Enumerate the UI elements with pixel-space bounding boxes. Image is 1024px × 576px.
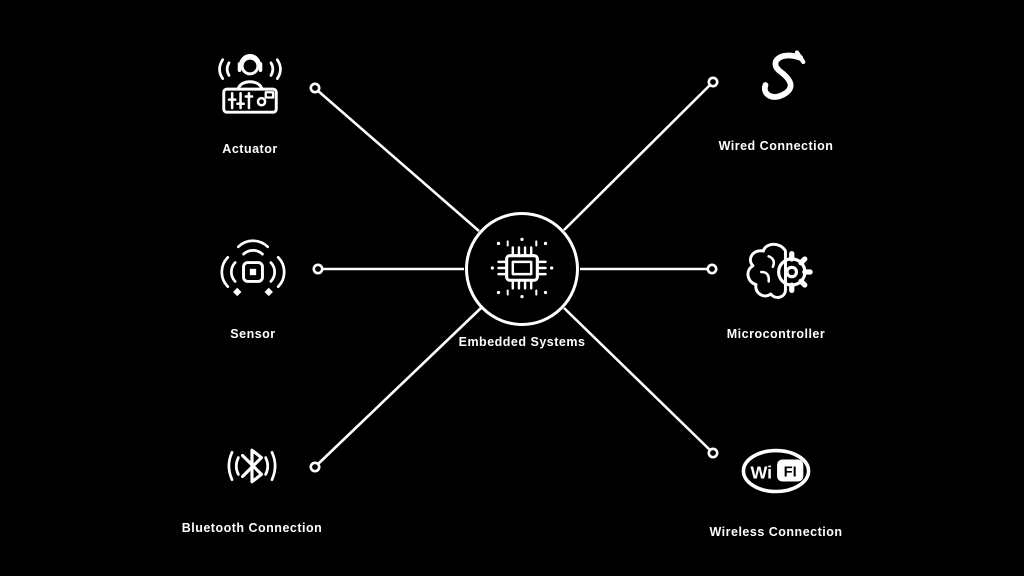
sensor-icon <box>220 239 286 297</box>
connection-endpoint-microcontroller <box>706 263 718 275</box>
connection-endpoint-sensor <box>312 263 324 275</box>
connection-line-actuator <box>316 89 480 232</box>
node-wireless-connection: Wi FI Wireless Connection <box>676 428 876 539</box>
connection-endpoint-actuator <box>309 82 321 94</box>
actuator-icon <box>218 54 282 114</box>
brain-gear-icon-box <box>734 230 818 314</box>
connection-endpoint-wireless <box>707 447 719 459</box>
node-label-sensor: Sensor <box>230 327 276 341</box>
microchip-icon <box>490 237 554 299</box>
node-label-bluetooth: Bluetooth Connection <box>181 521 323 535</box>
node-actuator: Actuator <box>150 45 350 156</box>
node-label-wireless-connection: Wireless Connection <box>709 525 843 539</box>
node-label-microcontroller: Microcontroller <box>726 327 826 341</box>
node-label-embedded-systems: Embedded Systems <box>458 335 586 349</box>
node-microcontroller: Microcontroller <box>676 230 876 341</box>
connection-line-wireless <box>563 307 712 452</box>
bluetooth-icon <box>227 448 277 484</box>
node-label-wired-connection: Wired Connection <box>718 139 834 153</box>
node-bluetooth: Bluetooth Connection <box>152 424 352 535</box>
node-sensor: Sensor <box>153 230 353 341</box>
connection-line-wired <box>563 83 712 231</box>
wifi-fi-text: FI <box>784 464 797 480</box>
wifi-wi-text: Wi <box>750 462 772 482</box>
cable-icon <box>761 50 806 100</box>
bluetooth-icon-box <box>210 424 294 508</box>
connection-endpoint-bluetooth <box>309 461 321 473</box>
node-embedded-systems: Embedded Systems <box>459 212 585 349</box>
node-wired-connection: Wired Connection <box>676 42 876 153</box>
connection-endpoint-wired <box>707 76 719 88</box>
wifi-icon-box: Wi FI <box>734 428 818 512</box>
wifi-icon: Wi FI <box>741 448 811 494</box>
connection-line-bluetooth <box>316 307 482 466</box>
embedded-systems-circle <box>465 212 579 326</box>
cable-icon-box <box>734 42 818 126</box>
sensor-icon-box <box>211 230 295 314</box>
brain-gear-icon <box>746 242 813 299</box>
node-label-actuator: Actuator <box>222 142 278 156</box>
actuator-icon-box <box>208 45 292 129</box>
